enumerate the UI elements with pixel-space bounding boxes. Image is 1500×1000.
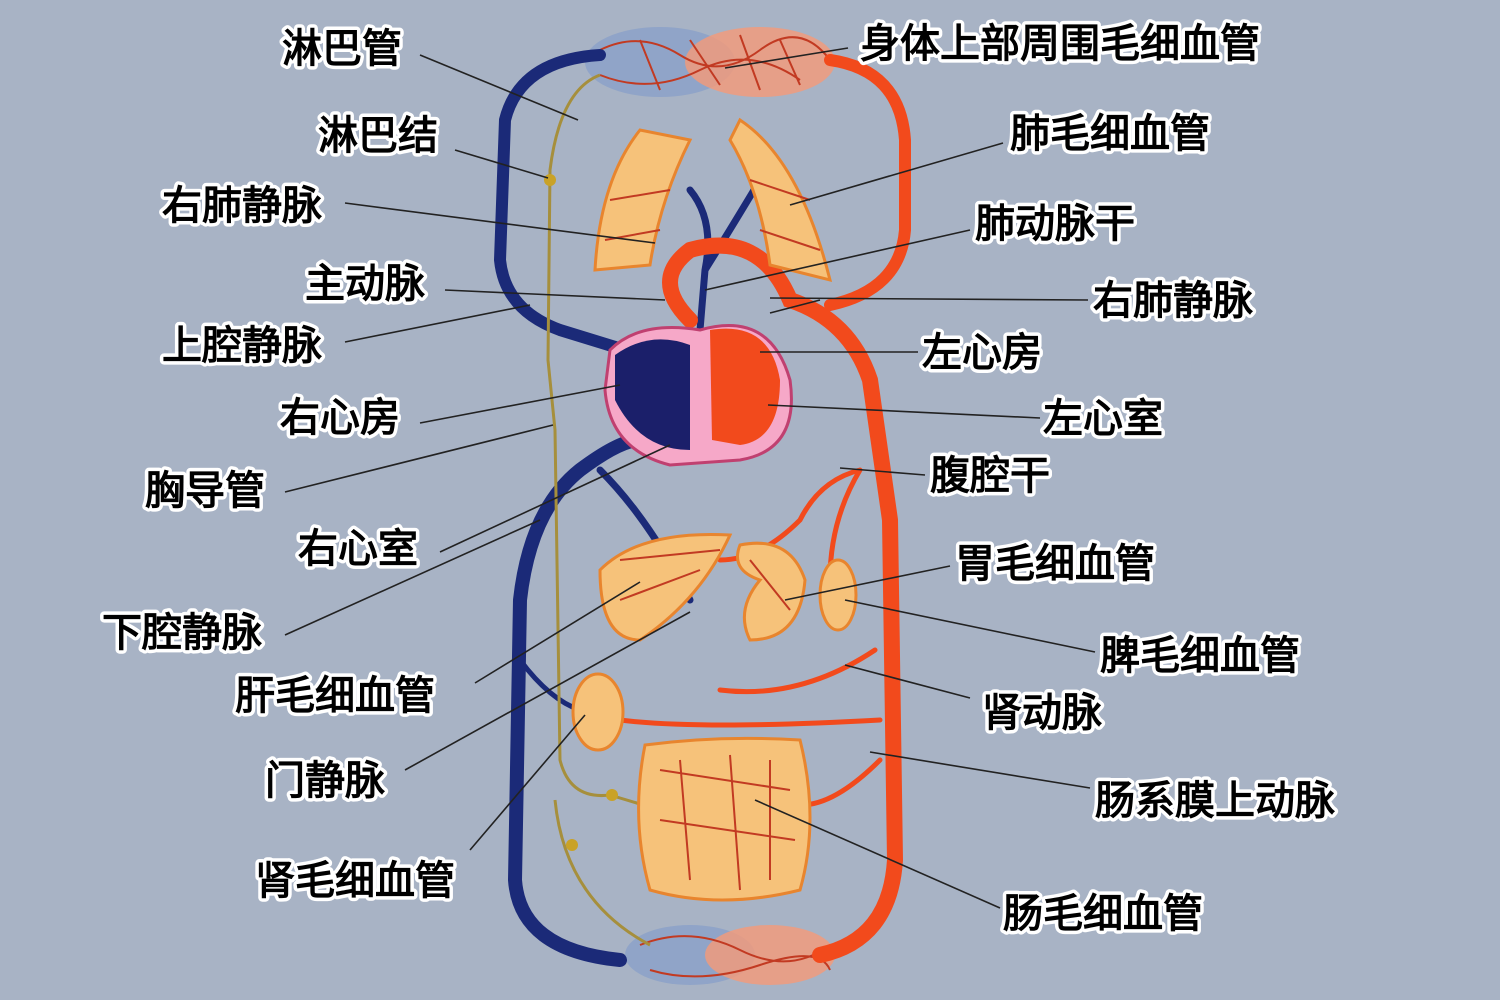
intestine [637, 736, 812, 902]
stomach [736, 541, 807, 642]
label-right-ventricle: 右心室 [298, 526, 418, 572]
spleen [818, 558, 858, 632]
label-renal-artery: 肾动脉 [982, 690, 1103, 736]
upper-capillary-network [585, 27, 835, 97]
labels-right: 身体上部周围毛细血管 肺毛细血管 肺动脉干 右肺静脉 左心房 左心室 腹腔干 胃… [857, 18, 1340, 941]
label-lymph-node: 淋巴结 [318, 113, 438, 159]
label-liver-capillaries: 肝毛细血管 [235, 673, 435, 719]
liver [598, 532, 733, 642]
renal-artery [617, 647, 883, 728]
label-inferior-vena-cava: 下腔静脉 [102, 610, 263, 656]
label-thoracic-duct: 胸导管 [145, 468, 265, 514]
label-lung-capillaries: 肺毛细血管 [1010, 111, 1210, 157]
lower-capillary-network [625, 925, 835, 985]
label-lymph-vessel: 淋巴管 [282, 26, 402, 72]
label-celiac-trunk: 腹腔干 [930, 453, 1050, 499]
label-aorta: 主动脉 [305, 261, 426, 307]
labels-left: 淋巴管 淋巴结 右肺静脉 主动脉 上腔静脉 右心房 胸导管 右心室 下腔静脉 肝… [99, 23, 459, 908]
superior-vena-cava [493, 49, 631, 356]
inferior-vena-cava [507, 433, 647, 967]
label-right-pulmonary-vein-right: 右肺静脉 [1093, 278, 1254, 324]
anatomy-illustration [493, 27, 911, 985]
label-spleen-capillaries: 脾毛细血管 [1100, 633, 1300, 679]
label-portal-vein: 门静脉 [265, 758, 386, 804]
kidney [571, 672, 625, 752]
label-superior-vena-cava: 上腔静脉 [162, 323, 323, 369]
right-heart-chambers [615, 339, 690, 450]
lymph-node [544, 174, 556, 186]
label-left-ventricle: 左心室 [1043, 396, 1163, 442]
left-lung [728, 117, 833, 283]
label-stomach-capillaries: 胃毛细血管 [955, 541, 1155, 587]
aorta [662, 237, 904, 963]
label-intestine-capillaries: 肠毛细血管 [1003, 891, 1203, 937]
left-heart-chambers [710, 328, 780, 445]
leader-lines [284, 47, 1096, 909]
right-lung [593, 128, 693, 272]
label-right-pulmonary-vein-left: 右肺静脉 [162, 183, 323, 229]
label-upper-body-capillaries: 身体上部周围毛细血管 [860, 21, 1260, 67]
label-superior-mesenteric-artery: 肠系膜上动脉 [1095, 778, 1336, 824]
upper-artery [824, 54, 911, 311]
label-right-atrium: 右心房 [280, 395, 400, 441]
label-kidney-capillaries: 肾毛细血管 [255, 858, 455, 904]
label-left-atrium: 左心房 [922, 330, 1042, 376]
label-pulmonary-trunk: 肺动脉干 [975, 201, 1135, 247]
